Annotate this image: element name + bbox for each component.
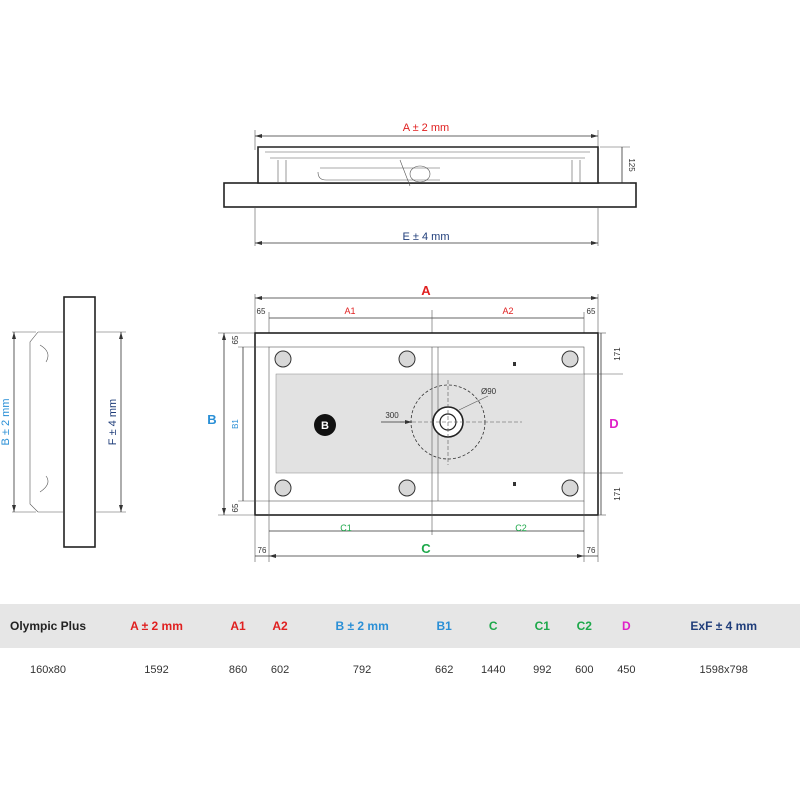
spec-header-a1: A1: [217, 604, 260, 648]
plan-dim-a: A: [421, 283, 431, 298]
spec-header-a: A ± 2 mm: [96, 604, 217, 648]
plan-edge-171-top: 171: [613, 347, 622, 361]
plan-edge-171-bottom: 171: [613, 487, 622, 501]
dim-f-side-label: F ± 4 mm: [107, 399, 119, 445]
spec-cell-a2: 602: [270, 664, 290, 676]
dim-height-label: 125: [627, 158, 636, 172]
spec-header-b: B ± 2 mm: [301, 604, 424, 648]
side-elevation-view: B ± 2 mm F ± 4 mm: [0, 296, 126, 548]
plan-view: A A1 A2 65 65 Ø90: [207, 283, 623, 562]
plan-dim-b: B: [207, 412, 216, 427]
spec-header-exf: ExF ± 4 mm: [647, 604, 800, 648]
side-tray: [63, 296, 96, 548]
tray-shell: [257, 146, 599, 184]
plan-edge-65-tl: 65: [257, 307, 266, 316]
spec-header-a2: A2: [259, 604, 302, 648]
technical-drawing: A ± 2 mm 125 E ± 4 mm B ± 2 mm: [0, 122, 637, 562]
front-elevation-view: A ± 2 mm 125 E ± 4 mm: [223, 122, 637, 246]
spec-cell-d: 450: [617, 664, 636, 676]
plan-edge-65-lb: 65: [231, 503, 240, 512]
spec-cell-c1: 992: [533, 664, 552, 676]
spec-cell-a: 1592: [144, 664, 169, 676]
spec-cell-c: 1440: [480, 664, 506, 676]
plan-edge-65-lt: 65: [231, 335, 240, 344]
plan-edge-76-right: 76: [587, 546, 596, 555]
spec-header-b1: B1: [423, 604, 466, 648]
spec-header-c2: C2: [563, 604, 606, 648]
spec-table: Olympic Plus A ± 2 mm A1 A2 B ± 2 mm B1 …: [0, 604, 800, 692]
spec-cell-a1: 860: [228, 664, 248, 676]
table-row: 160x80 1592 860 602 792 662 1440 992 600…: [0, 648, 800, 692]
plan-edge-65-tr: 65: [587, 307, 596, 316]
plan-dim-c2: C2: [515, 523, 527, 533]
foot-bottom-mid: [398, 479, 416, 497]
zone-marker-icon: [314, 414, 336, 436]
foot-bottom-right: [561, 479, 579, 497]
dim-e-label: E ± 4 mm: [403, 231, 450, 243]
spec-header-c1: C1: [521, 604, 564, 648]
foot-bottom-left: [274, 479, 292, 497]
spec-header-c: C: [465, 604, 522, 648]
foot-top-left: [274, 350, 292, 368]
plan-edge-76-left: 76: [258, 546, 267, 555]
plan-dim-a1: A1: [344, 306, 355, 316]
spec-cell-model: 160x80: [29, 664, 67, 676]
spec-header-model: Olympic Plus: [0, 604, 96, 648]
spec-header-d: D: [605, 604, 648, 648]
dim-b-side-label: B ± 2 mm: [0, 399, 12, 446]
spec-table-header-row: Olympic Plus A ± 2 mm A1 A2 B ± 2 mm B1 …: [0, 604, 800, 648]
foot-top-right: [561, 350, 579, 368]
tray-base: [223, 182, 637, 208]
dim-a-label: A ± 2 mm: [403, 122, 449, 134]
drain-offset-label: 300: [385, 411, 399, 420]
plan-dim-a2: A2: [502, 306, 513, 316]
spec-cell-b: 792: [352, 664, 372, 676]
foot-top-mid: [398, 350, 416, 368]
plan-dim-b1: B1: [231, 419, 240, 429]
plan-dim-d: D: [609, 416, 618, 431]
spec-cell-c2: 600: [575, 664, 594, 676]
plan-dim-c: C: [421, 541, 431, 556]
spec-cell-exf: 1598x798: [699, 664, 748, 676]
spec-cell-b1: 662: [434, 664, 454, 676]
zone-marker-label: B: [321, 420, 329, 432]
plan-dim-c1: C1: [340, 523, 352, 533]
drain-diameter-label: Ø90: [481, 387, 497, 396]
